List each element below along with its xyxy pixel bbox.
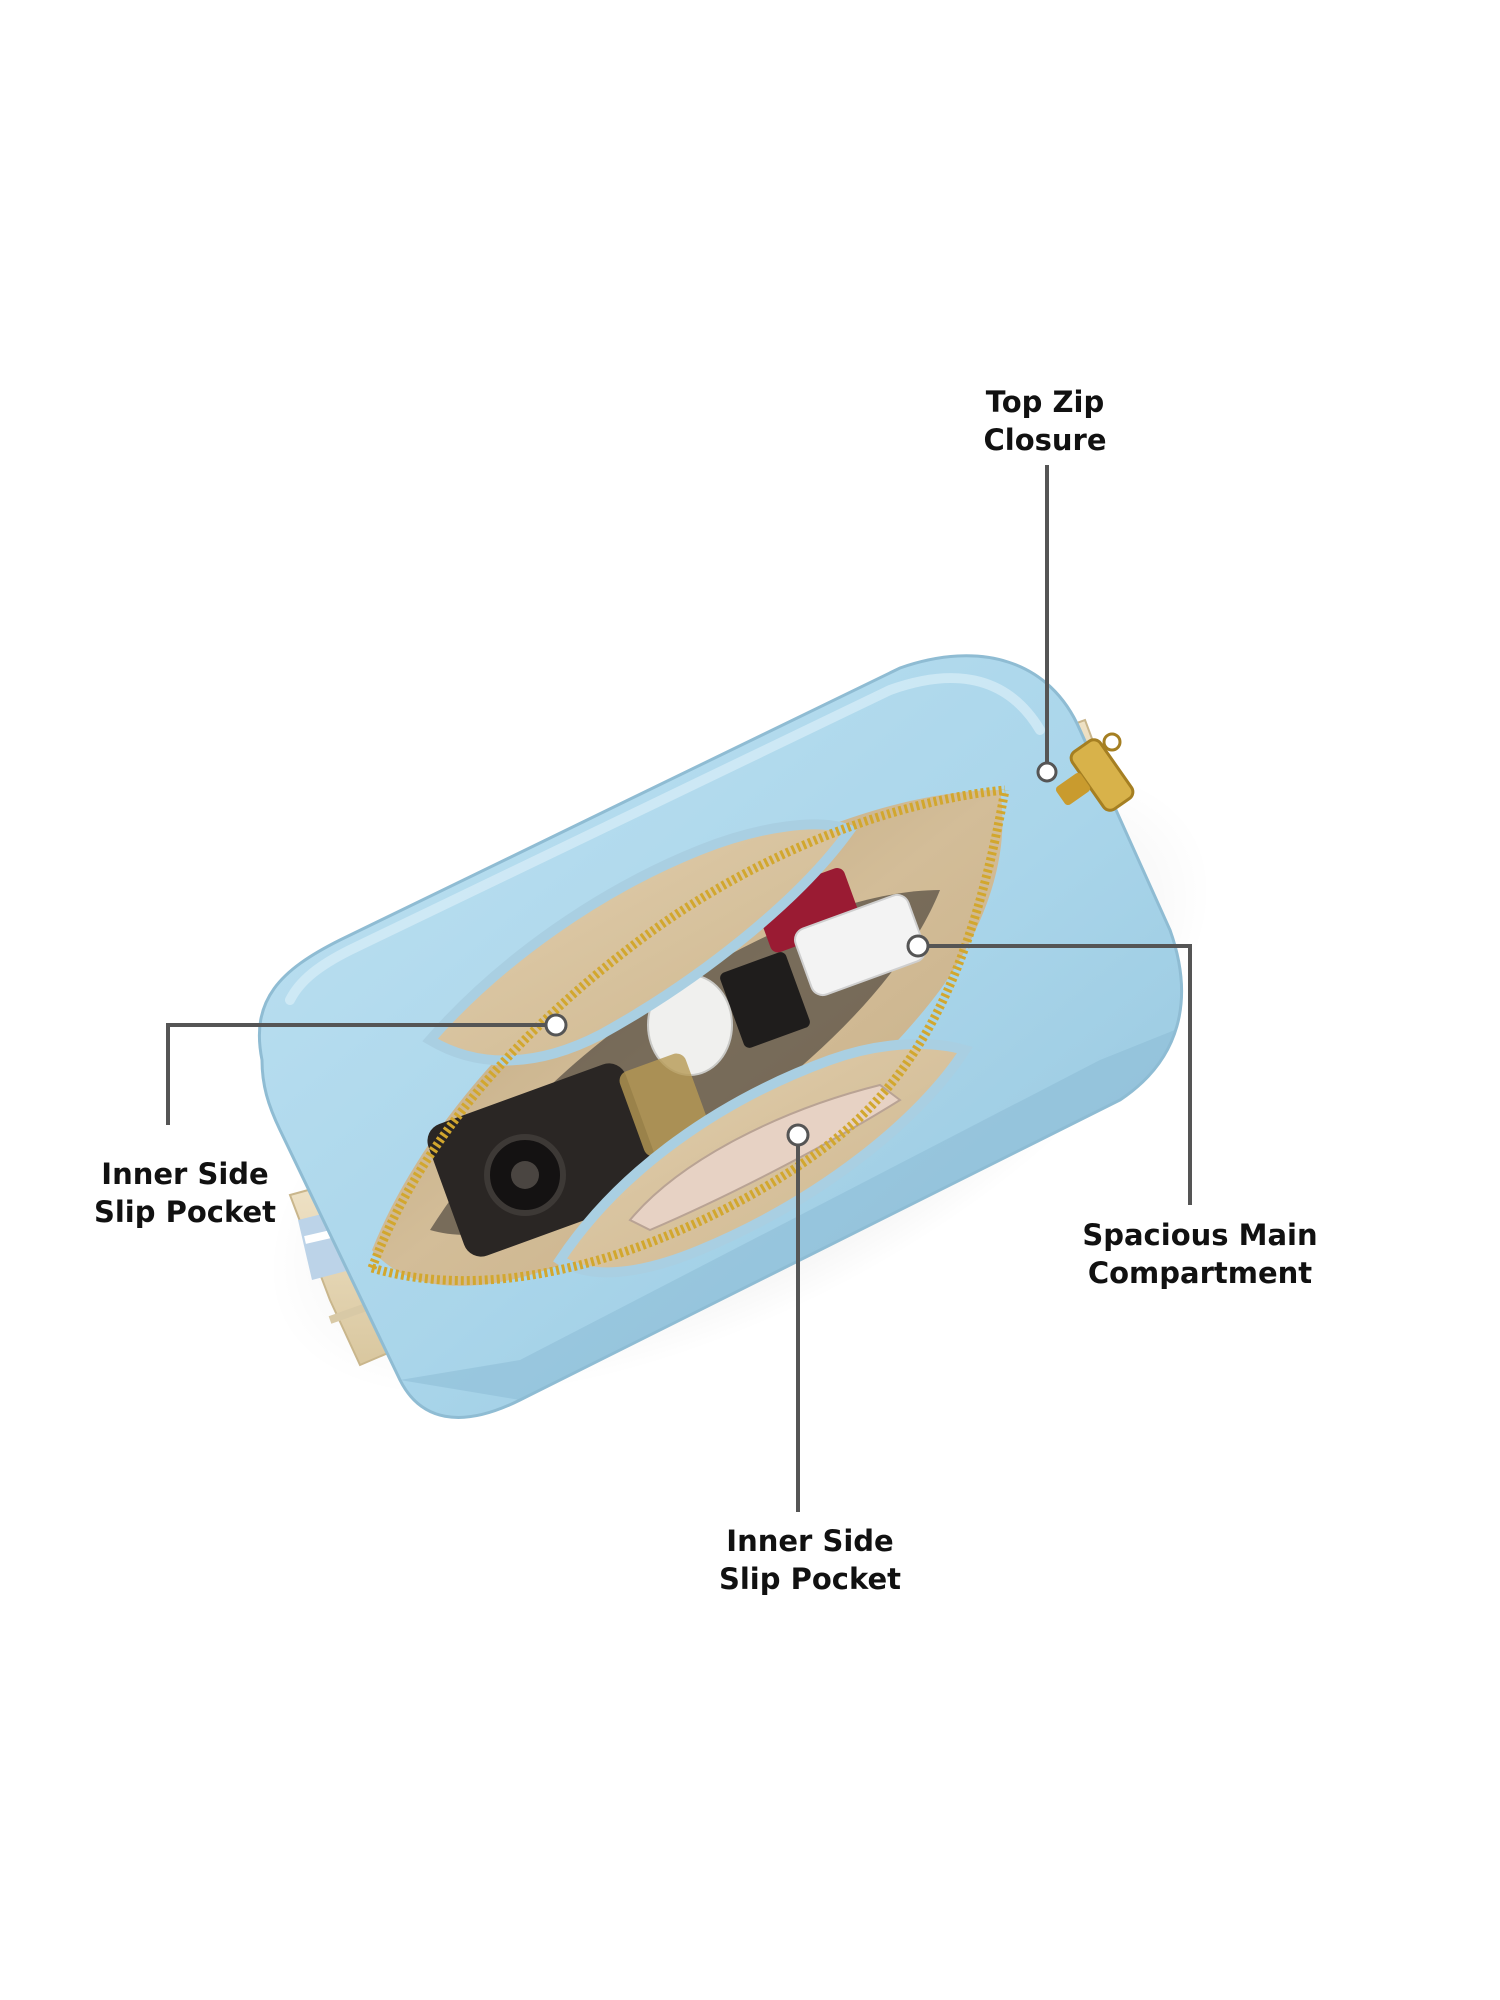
callout-inner-side-slip-pocket-left: Inner Side Slip Pocket [70,1155,300,1231]
leader-lines [166,465,1192,1512]
callout-line-2: Compartment [1087,1256,1313,1290]
callout-line-1: Spacious Main [1082,1218,1318,1252]
zipper-pull-icon [1055,732,1135,812]
dot-top-zip [1036,761,1058,783]
leader-main [918,944,1192,1205]
dot-inner-left [544,1013,568,1037]
callout-line-2: Slip Pocket [718,1562,902,1596]
dot-inner-bottom [786,1123,810,1147]
callout-inner-side-slip-pocket-bottom: Inner Side Slip Pocket [680,1522,940,1598]
callout-line-2: Slip Pocket [93,1195,277,1229]
bag-interior [372,790,1003,1286]
dot-main [906,934,930,958]
callout-spacious-main-compartment: Spacious Main Compartment [1050,1216,1350,1292]
callout-line-2: Closure [983,423,1107,457]
callout-line-1: Top Zip [985,385,1105,419]
cosmetic-items [619,867,926,1157]
leader-inner-left [166,1023,560,1125]
callout-line-1: Inner Side [726,1524,894,1558]
callout-top-zip-closure: Top Zip Closure [930,383,1160,459]
callout-line-1: Inner Side [101,1157,269,1191]
callout-dots [544,761,1058,1147]
